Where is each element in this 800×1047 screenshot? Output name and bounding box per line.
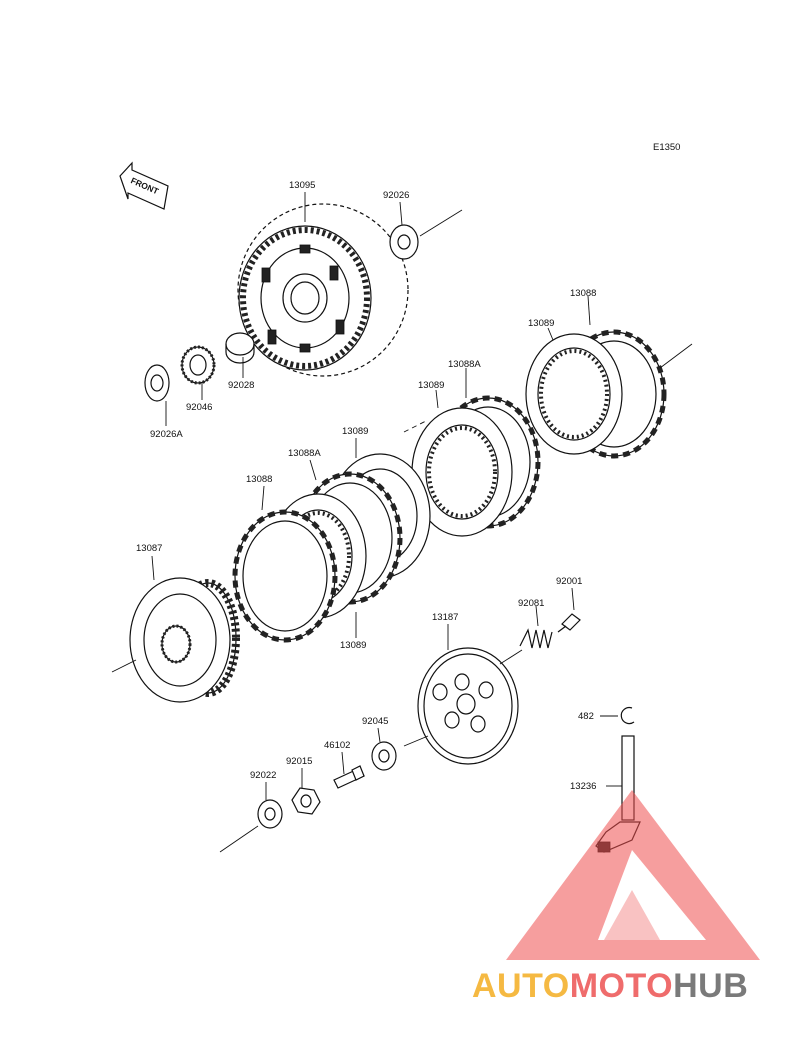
- washer-92026a: [144, 364, 170, 402]
- label-13089-low: 13089: [340, 640, 366, 651]
- bearing-92045: [371, 741, 397, 771]
- needle-bearing-92046: [180, 345, 216, 385]
- label-13187: 13187: [432, 612, 458, 623]
- label-92001: 92001: [556, 576, 582, 587]
- label-13089-upper: 13089: [342, 426, 368, 437]
- label-482: 482: [578, 711, 594, 722]
- label-92026a: 92026A: [150, 429, 183, 440]
- label-13088a-mid: 13088A: [448, 359, 481, 370]
- diagram-code: E1350: [653, 142, 680, 153]
- watermark-moto: MOTO: [570, 967, 673, 1005]
- watermark-hub: HUB: [673, 967, 748, 1005]
- label-92022: 92022: [250, 770, 276, 781]
- label-13095: 13095: [289, 180, 315, 191]
- washer-92022: [257, 799, 283, 829]
- bolt-92001: [557, 613, 581, 633]
- label-92045: 92045: [362, 716, 388, 727]
- label-13088-top: 13088: [570, 288, 596, 299]
- front-arrow-icon: FRONT: [119, 161, 169, 210]
- spring-92081: [519, 628, 553, 649]
- label-13236: 13236: [570, 781, 596, 792]
- watermark-logo: AUTOMOTOHUB: [472, 790, 760, 1005]
- circlip-482: [620, 706, 635, 725]
- label-13088a-low: 13088A: [288, 448, 321, 459]
- steel-plate-13089-top: [525, 333, 623, 455]
- clutch-hub-13087: [129, 577, 240, 703]
- label-92081: 92081: [518, 598, 544, 609]
- label-13087: 13087: [136, 543, 162, 554]
- svg-text:AUTOMOTOHUB: AUTOMOTOHUB: [472, 967, 748, 1005]
- label-92015: 92015: [286, 756, 312, 767]
- nut-92015: [291, 787, 321, 815]
- pressure-plate-13187: [417, 647, 519, 765]
- washer-92026: [389, 224, 419, 260]
- sleeve-92028: [225, 332, 255, 364]
- clutch-housing: [237, 203, 409, 377]
- push-rod-46102: [333, 765, 365, 789]
- label-13089-top: 13089: [528, 318, 554, 329]
- label-92026: 92026: [383, 190, 409, 201]
- label-13089-mid: 13089: [418, 380, 444, 391]
- label-46102: 46102: [324, 740, 350, 751]
- label-13088-low: 13088: [246, 474, 272, 485]
- friction-plate-13088-low: [232, 509, 338, 643]
- label-92028: 92028: [228, 380, 254, 391]
- label-92046: 92046: [186, 402, 212, 413]
- watermark-auto: AUTO: [472, 967, 570, 1005]
